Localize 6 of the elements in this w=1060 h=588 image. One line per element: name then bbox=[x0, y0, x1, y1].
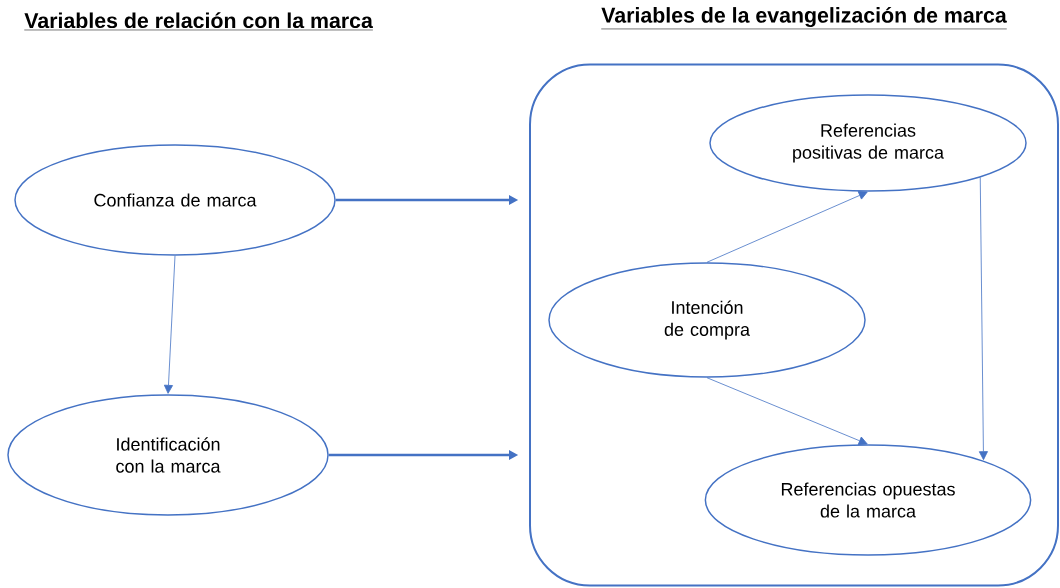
arrow bbox=[706, 377, 868, 446]
group-heading: Variables de la evangelización de marca bbox=[600, 6, 1008, 30]
arrow bbox=[978, 177, 988, 461]
arrow bbox=[706, 191, 868, 263]
heading: Variables de relación con la marca bbox=[24, 12, 374, 31]
arrow bbox=[163, 255, 176, 394]
